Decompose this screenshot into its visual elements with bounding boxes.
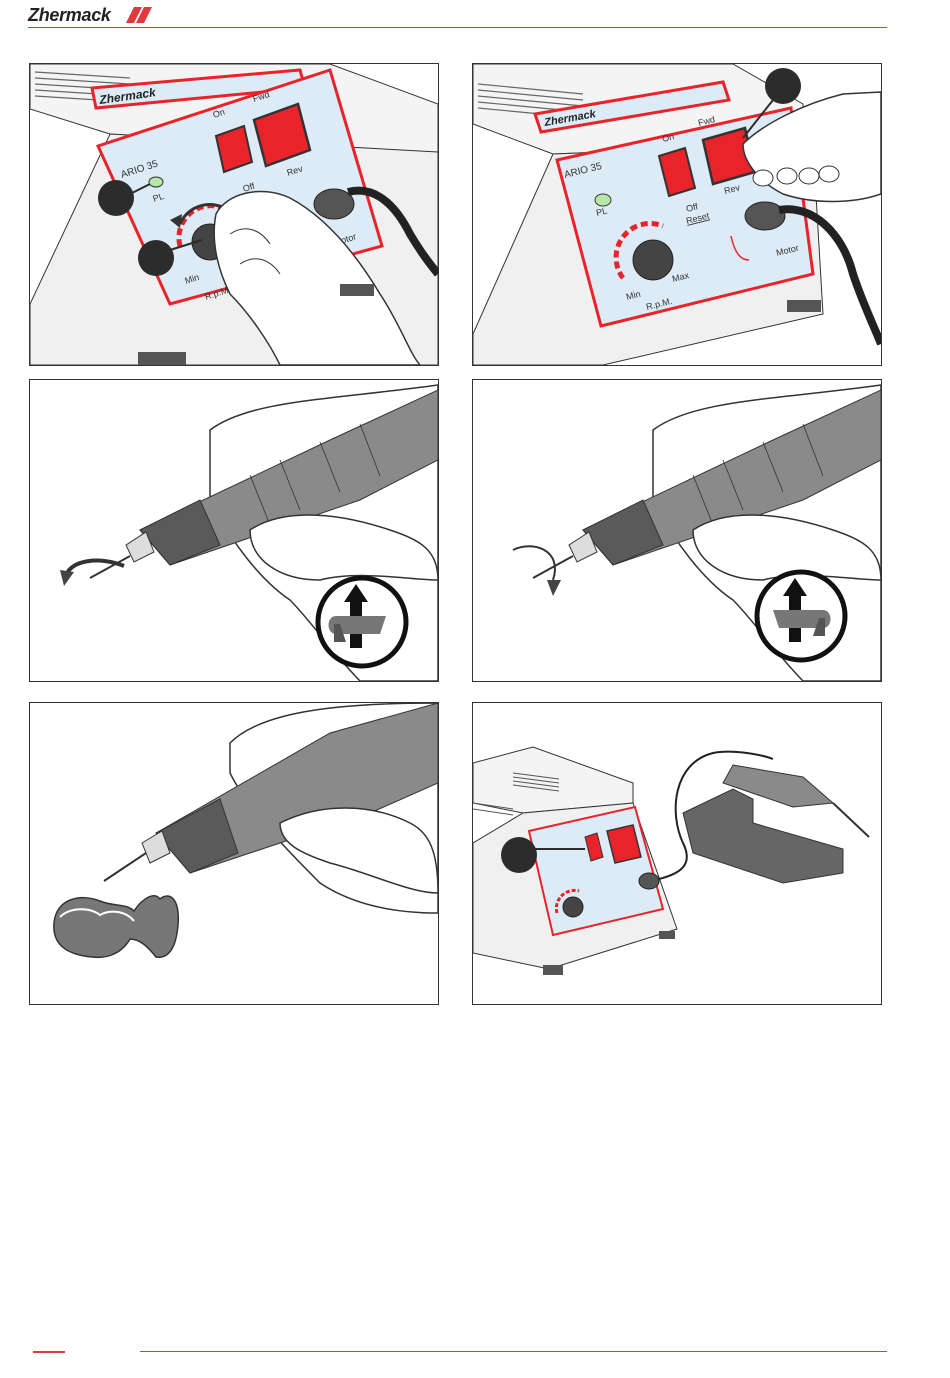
illustration-working [30, 703, 438, 1004]
panel-switch-on: Zhermack ARIO 35 PL On Fwd Rev Off Motor… [29, 63, 439, 366]
brand-name: Zhermack [28, 5, 111, 26]
panel-rotation-left [29, 379, 439, 682]
header-rule [28, 27, 887, 28]
illustration-rotation-right [473, 380, 881, 681]
illustration-switch-on: Zhermack ARIO 35 PL On Fwd Rev Off Motor… [30, 64, 438, 365]
illustration-overview [473, 703, 881, 1004]
illustration-rotation-left [30, 380, 438, 681]
panel-fwd-rev-switch: Zhermack ARIO 35 PL On Fwd Rev Off Reset… [472, 63, 882, 366]
brand-mark-icon [120, 7, 154, 23]
panel-overview [472, 702, 882, 1005]
panel-rotation-right [472, 379, 882, 682]
footer-rule-right [140, 1351, 887, 1352]
footer-rule-left [33, 1351, 65, 1353]
brand-logo: Zhermack [28, 4, 158, 28]
illustration-fwd-rev: Zhermack ARIO 35 PL On Fwd Rev Off Reset… [473, 64, 881, 365]
panel-working [29, 702, 439, 1005]
